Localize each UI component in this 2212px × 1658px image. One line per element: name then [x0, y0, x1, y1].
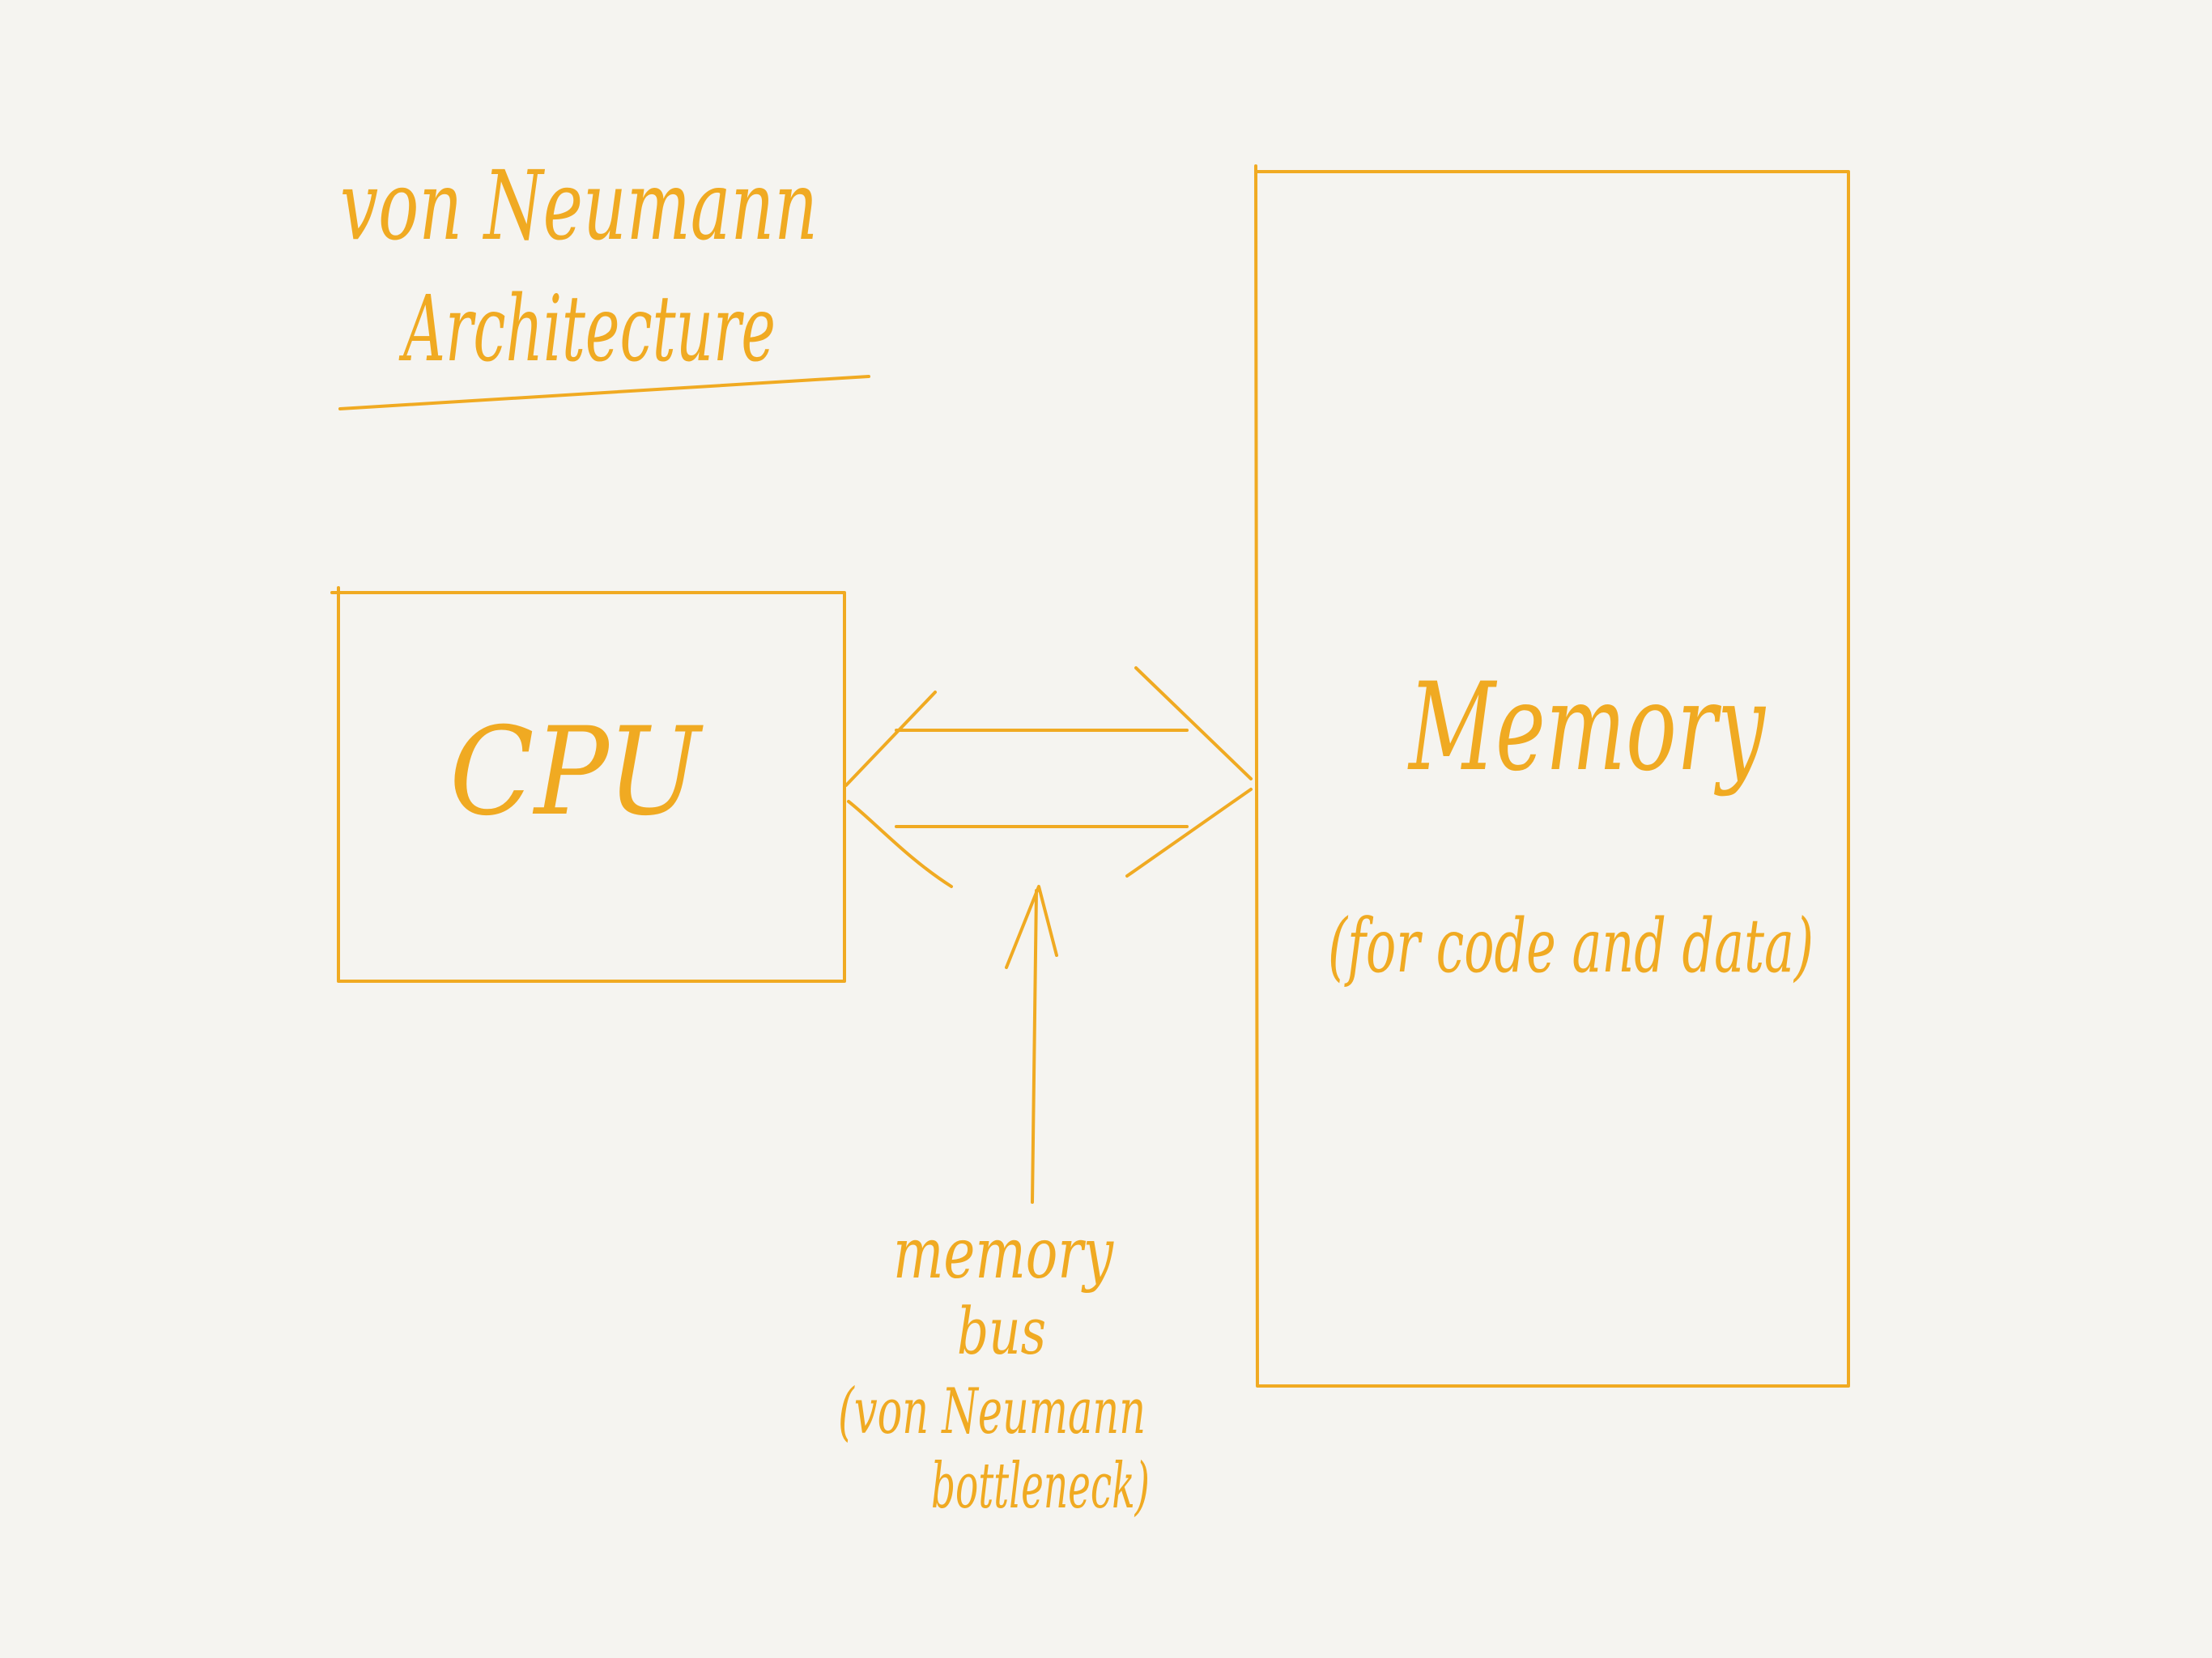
bus-note-line-1: (von Neumann — [838, 1375, 1146, 1448]
title-underline — [338, 375, 870, 410]
cpu-box — [330, 586, 846, 983]
memory-box — [1254, 164, 1850, 1388]
bus-label-line-1: memory — [893, 1214, 1114, 1295]
title-line-2: Architecture — [398, 277, 776, 382]
memory-bus-arrow — [844, 666, 1253, 888]
title-line-1: von Neumann — [340, 150, 818, 261]
memory-sublabel: (for code and data) — [1328, 903, 1814, 989]
bus-note-line-2: bottleneck) — [931, 1450, 1150, 1523]
memory-label: Memory — [1407, 657, 1767, 798]
cpu-label: CPU — [449, 702, 704, 843]
bus-label-line-2: bus — [957, 1294, 1046, 1369]
bus-pointer-arrow — [1005, 885, 1058, 1204]
